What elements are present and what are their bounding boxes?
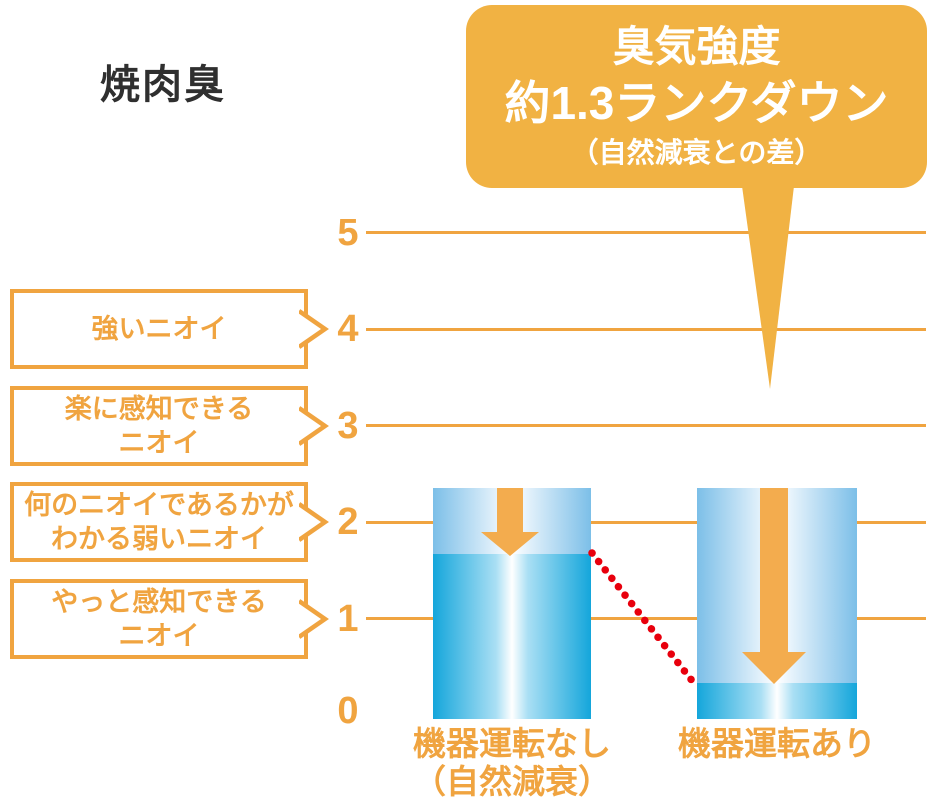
scale-box-level-1: やっと感知できる ニオイ	[10, 579, 329, 659]
scale-box-text: 楽に感知できる	[64, 394, 254, 424]
gridline-4	[366, 328, 926, 331]
bar-with-device-remaining-segment	[697, 683, 857, 719]
tick-label-4: 4	[337, 308, 359, 350]
scale-box-text: やっと感知できる	[51, 587, 267, 617]
bar-label-line: 機器運転なし	[413, 725, 611, 762]
bar-label-no-device: 機器運転なし （自然減衰）	[382, 725, 642, 801]
pointer-right-icon	[299, 406, 329, 446]
tick-label-5: 5	[337, 212, 359, 254]
callout-tail	[742, 186, 794, 389]
bar-no-device-remaining-segment	[433, 554, 591, 719]
pointer-right-icon	[299, 309, 329, 349]
callout-line1: 臭気強度	[612, 22, 781, 70]
scale-box-text: 何のニオイであるかが	[24, 490, 294, 520]
callout-line3: （自然減衰との差）	[570, 136, 823, 168]
scale-box-text: ニオイ	[118, 428, 200, 458]
scale-box-level-4: 強いニオイ	[10, 289, 329, 369]
gridline-5	[366, 231, 926, 234]
bar-label-line: （自然減衰）	[413, 763, 611, 800]
callout-line2: 約1.3ランクダウン	[504, 76, 889, 129]
gridline-3	[366, 424, 926, 427]
callout-bubble: 臭気強度 約1.3ランクダウン （自然減衰との差）	[466, 5, 927, 188]
bar-label-line: 機器運転あり	[678, 725, 876, 762]
tick-label-3: 3	[337, 405, 359, 447]
tick-label-1: 1	[337, 598, 359, 640]
scale-box-level-3: 楽に感知できる ニオイ	[10, 386, 329, 466]
scale-box-text: ニオイ	[118, 621, 200, 651]
tick-label-2: 2	[337, 501, 359, 543]
bar-label-with-device: 機器運転あり	[647, 725, 907, 763]
tick-label-0: 0	[337, 690, 359, 732]
scale-box-text: 強いニオイ	[91, 314, 227, 344]
pointer-right-icon	[299, 502, 329, 542]
scale-box-level-2: 何のニオイであるかが わかる弱いニオイ	[10, 482, 329, 562]
pointer-right-icon	[299, 599, 329, 639]
chart-title: 焼肉臭	[100, 63, 226, 107]
scale-box-text: わかる弱いニオイ	[51, 524, 267, 554]
gridline-2	[366, 521, 926, 524]
